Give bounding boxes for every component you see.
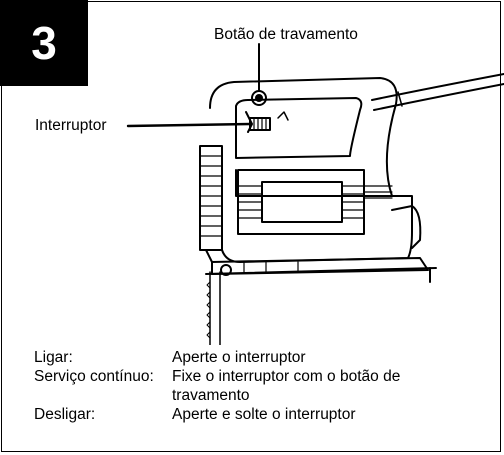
- handle-grip-opening: [235, 97, 363, 159]
- instruction-text: Aperte o interruptor: [172, 349, 306, 366]
- instruction-label: Ligar:: [34, 349, 73, 366]
- lock-button-label: Botão de travamento: [214, 26, 358, 43]
- instruction-row: Serviço contínuo: Fixe o interruptor com…: [34, 367, 472, 405]
- switch-leader: [126, 122, 252, 128]
- saw-blade: [206, 271, 221, 345]
- switch-trigger-graphic: [245, 111, 289, 133]
- tool-handle: [209, 77, 398, 197]
- instruction-row: Ligar: Aperte o interruptor: [34, 348, 472, 367]
- jigsaw-illustration: [126, 43, 504, 345]
- instruction-text: Fixe o interruptor com o botão de travam…: [172, 368, 401, 404]
- instruction-text: Aperte e solte o interruptor: [172, 406, 356, 423]
- lock-button-graphic: [251, 90, 267, 106]
- step-number: 3: [31, 17, 57, 69]
- switch-label: Interruptor: [35, 117, 107, 134]
- instruction-label: Desligar:: [34, 406, 96, 423]
- instruction-label: Serviço contínuo:: [34, 368, 154, 385]
- rear-bumper: [391, 205, 422, 249]
- base-plate: [205, 249, 437, 283]
- instruction-row: Desligar: Aperte e solte o interruptor: [34, 405, 472, 424]
- operating-instructions: Ligar: Aperte o interruptor Serviço cont…: [34, 348, 472, 424]
- step-number-badge: 3: [0, 0, 88, 86]
- vent-grille: [237, 169, 393, 235]
- motor-housing: [221, 149, 413, 263]
- power-cord: [371, 73, 504, 111]
- front-guard: [199, 145, 223, 251]
